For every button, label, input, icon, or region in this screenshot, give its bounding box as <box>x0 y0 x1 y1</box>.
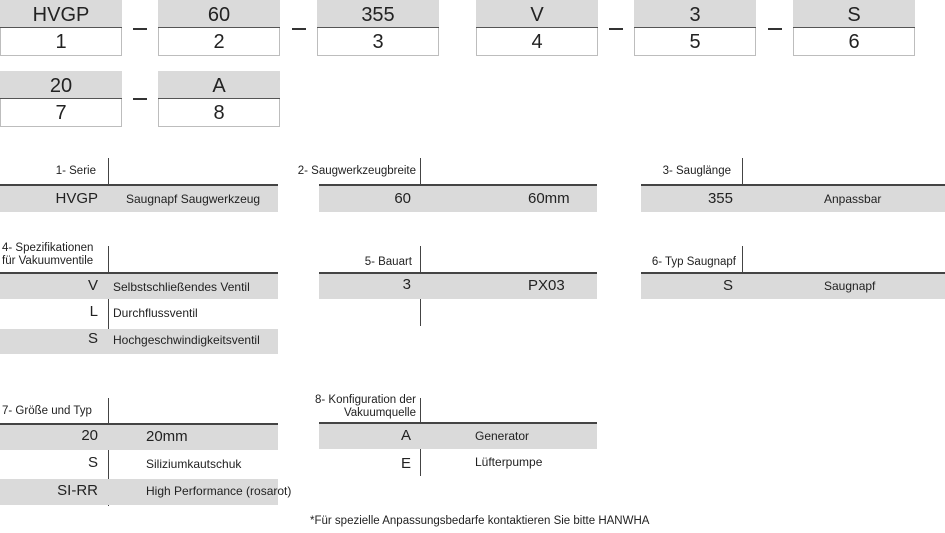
section-title: 2- Saugwerkzeugbreite <box>297 165 416 177</box>
code-box-4: V 4 <box>476 0 598 56</box>
section-title: 3- Sauglänge <box>662 165 731 177</box>
row-code: S <box>87 330 98 347</box>
code-box-1: HVGP 1 <box>0 0 122 56</box>
code-box-index: 2 <box>158 28 280 56</box>
separator-dash <box>292 28 306 30</box>
header-rule <box>319 184 597 186</box>
code-box-8: A 8 <box>158 71 280 127</box>
header-rule <box>641 184 945 186</box>
row-desc: PX03 <box>528 277 565 294</box>
section-title-line2: Vakuumquelle <box>343 407 416 419</box>
header-rule <box>641 272 945 274</box>
code-box-index: 6 <box>793 28 915 56</box>
section-title-line2: für Vakuumventile <box>2 255 94 267</box>
row-desc: Hochgeschwindigkeitsventil <box>113 333 260 347</box>
code-box-index: 3 <box>317 28 439 56</box>
row-desc: Saugnapf <box>824 279 876 293</box>
code-box-5: 3 5 <box>634 0 756 56</box>
row-code: HVGP <box>55 190 98 207</box>
row-desc: 60mm <box>528 190 570 207</box>
header-rule <box>0 184 278 186</box>
code-box-index: 5 <box>634 28 756 56</box>
row-code: 355 <box>707 190 733 207</box>
row-desc: Lüfterpumpe <box>475 455 543 469</box>
row-code: S <box>722 277 733 294</box>
code-box-3: 355 3 <box>317 0 439 56</box>
code-box-value: 3 <box>634 0 756 28</box>
row-desc: 20mm <box>146 428 188 445</box>
row-desc: Siliziumkautschuk <box>146 457 242 471</box>
code-box-index: 1 <box>0 28 122 56</box>
column-divider <box>108 246 109 354</box>
section-title-line1: 8- Konfiguration der <box>314 394 416 406</box>
code-box-index: 4 <box>476 28 598 56</box>
row-shade <box>641 274 945 299</box>
row-code: SI-RR <box>57 482 98 499</box>
code-box-index: 7 <box>0 99 122 127</box>
row-code: S <box>87 454 98 471</box>
header-rule <box>0 423 278 425</box>
row-shade <box>0 329 278 354</box>
code-box-value: 60 <box>158 0 280 28</box>
row-desc: Anpassbar <box>824 192 882 206</box>
code-box-value: HVGP <box>0 0 122 28</box>
separator-dash <box>609 28 623 30</box>
code-box-value: 355 <box>317 0 439 28</box>
header-rule <box>0 272 278 274</box>
row-code: L <box>89 303 98 320</box>
code-box-value: 20 <box>0 71 122 99</box>
code-box-value: S <box>793 0 915 28</box>
separator-dash <box>133 98 147 100</box>
row-shade <box>319 424 597 449</box>
row-shade <box>0 425 278 450</box>
section-title-line1: 4- Spezifikationen <box>2 242 94 254</box>
code-box-value: V <box>476 0 598 28</box>
row-desc: Generator <box>475 429 530 443</box>
code-box-6: S 6 <box>793 0 915 56</box>
row-desc: Selbstschließendes Ventil <box>113 280 250 294</box>
section-title: 6- Typ Saugnapf <box>651 256 736 268</box>
row-code: E <box>400 455 411 472</box>
row-code: 20 <box>81 427 98 444</box>
row-code: A <box>400 427 411 444</box>
section-title: 7- Größe und Typ <box>2 405 92 417</box>
code-box-2: 60 2 <box>158 0 280 56</box>
separator-dash <box>768 28 782 30</box>
section-title: 5- Bauart <box>364 256 412 268</box>
column-divider <box>108 398 109 506</box>
row-desc: High Performance (rosarot) <box>146 484 292 498</box>
row-code: 3 <box>402 276 411 293</box>
code-box-value: A <box>158 71 280 99</box>
header-rule <box>319 272 597 274</box>
row-desc: Durchflussventil <box>113 306 198 320</box>
row-shade <box>0 274 278 299</box>
section-title: 1- Serie <box>55 165 96 177</box>
header-rule <box>319 422 597 424</box>
code-box-index: 8 <box>158 99 280 127</box>
row-shade <box>0 479 278 505</box>
row-code: 60 <box>394 190 411 207</box>
row-shade <box>319 186 597 212</box>
row-shade <box>0 186 278 212</box>
row-shade <box>319 274 597 299</box>
row-desc: Saugnapf Saugwerkzeug <box>126 192 261 206</box>
row-shade <box>641 186 945 212</box>
row-code: V <box>87 277 98 294</box>
code-box-7: 20 7 <box>0 71 122 127</box>
footnote: *Für spezielle Anpassungsbedarfe kontakt… <box>310 515 650 527</box>
separator-dash <box>133 28 147 30</box>
